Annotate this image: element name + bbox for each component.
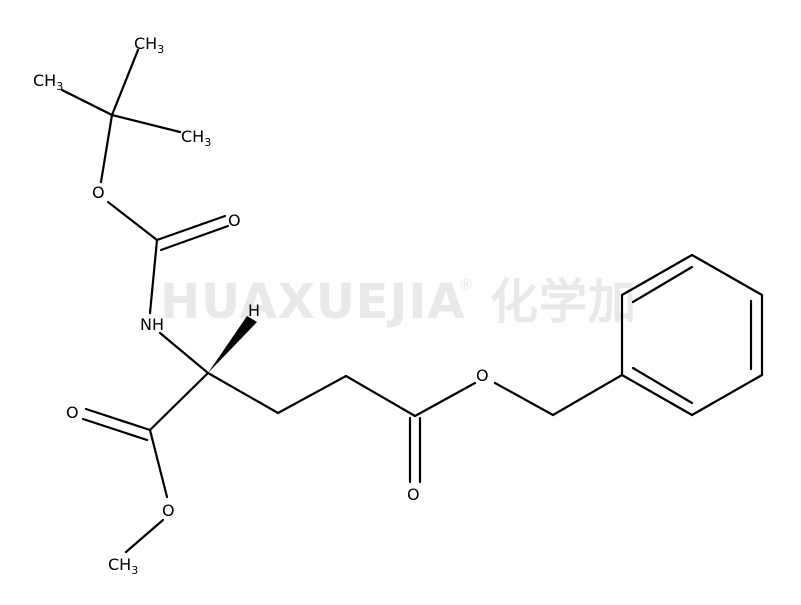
bond-benzyl-c-o xyxy=(413,381,477,418)
atom-o-carbonyl-boc: O xyxy=(228,211,241,230)
watermark-chinese: 化学加 xyxy=(490,274,637,330)
atom-labels: CH3 CH3 CH3 O O NH H O O CH3 O O xyxy=(33,34,489,577)
bond-tbu-o xyxy=(99,113,114,184)
bond-ester-c-o-double-1 xyxy=(84,407,152,432)
atom-ch3-methoxy: CH3 xyxy=(108,555,138,577)
bond-ester-c-o-double-2 xyxy=(81,417,149,442)
bond-ring-5 xyxy=(690,373,764,417)
atom-o-tbu: O xyxy=(92,183,105,202)
bond-wedge-h xyxy=(208,316,257,373)
bond-o-carbonyl-c xyxy=(106,200,159,242)
bond-methoxy-o-ch3 xyxy=(124,518,165,554)
atom-ch3-left: CH3 xyxy=(33,71,63,93)
watermark-brand: HUAXUEJIA xyxy=(160,274,465,330)
bond-tbu-ch3-top xyxy=(110,48,140,117)
bond-ring-inner-3 xyxy=(631,366,694,405)
watermark: HUAXUEJIA ® 化学加 xyxy=(160,274,637,330)
bond-nh-alpha-c xyxy=(158,331,210,375)
bond-ring-inner-1 xyxy=(631,265,694,304)
atom-o-ester-methoxy: O xyxy=(162,501,175,520)
bonds xyxy=(60,48,764,554)
atom-o-ester-carbonyl: O xyxy=(66,403,79,422)
atom-o-benzyl-ether: O xyxy=(476,366,489,385)
bond-alpha-ester-c xyxy=(148,371,210,432)
bond-ch2-ring xyxy=(551,373,624,417)
bond-tbu-ch3-left xyxy=(60,88,114,117)
bond-boc-c-nh xyxy=(148,238,159,315)
atom-ch3-top: CH3 xyxy=(134,34,164,56)
bond-ring-3 xyxy=(690,253,764,297)
bond-boc-c-o-double-2 xyxy=(159,224,230,252)
atom-nh: NH xyxy=(140,315,164,334)
watermark-registered-mark: ® xyxy=(458,275,474,294)
bond-ring-6 xyxy=(620,373,694,417)
bond-ring-2 xyxy=(620,253,694,297)
bond-ester-c-o-methoxy xyxy=(148,428,169,499)
atom-ch3-right: CH3 xyxy=(181,127,211,149)
atom-h-stereo: H xyxy=(248,301,260,320)
bond-boc-c-o-double-1 xyxy=(155,214,227,242)
atom-o-benzyl-carbonyl: O xyxy=(407,485,420,504)
bond-ch2-carbonyl xyxy=(344,374,417,418)
bond-o-ch2 xyxy=(493,381,555,417)
bond-ch2-ch2 xyxy=(276,374,348,415)
bond-alpha-ch2-1 xyxy=(206,371,280,415)
bond-tbu-ch3-right xyxy=(110,113,182,134)
